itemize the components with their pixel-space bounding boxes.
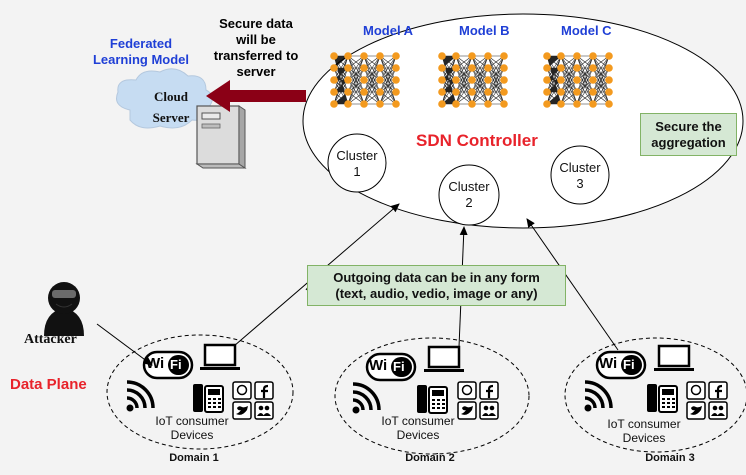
cluster-1-circle: [327, 133, 387, 193]
phone-icon: [192, 383, 224, 413]
cluster-3-line-2: 3: [576, 176, 584, 191]
secure-aggregation-line-1: Secure the: [655, 119, 722, 134]
cluster-2-line-2: 2: [465, 195, 473, 210]
cloud-icon: [116, 68, 213, 129]
domain-1-label: Domain 1: [169, 452, 219, 464]
attacker-label: Attacker: [24, 332, 77, 347]
phone-icon: [646, 383, 678, 413]
outgoing-data-note: Outgoing data can be in any form (text, …: [307, 265, 566, 306]
domain-2-ellipse: [334, 337, 530, 455]
wifi-text-right: Fi: [170, 357, 182, 372]
domain-3-ellipse: [564, 337, 746, 453]
outgoing-note-line-1: Outgoing data can be in any form: [333, 270, 540, 285]
cluster-3-circle: [550, 145, 610, 205]
secure-transfer-line-4: server: [236, 64, 276, 79]
wifi-signal-icon: [582, 380, 613, 414]
outgoing-note-line-2: (text, audio, vedio, image or any): [335, 286, 538, 301]
cluster-3-line-1: Cluster: [559, 160, 601, 175]
laptop-icon: [422, 345, 466, 374]
domain-2-devices-line-2: Devices: [396, 428, 440, 442]
cluster-1-line-2: 1: [353, 164, 361, 179]
domain-2-label: Domain 2: [405, 452, 455, 464]
laptop-icon: [652, 344, 696, 373]
model-a-label: Model A: [363, 23, 414, 38]
cloud-label-line-1: Cloud: [154, 89, 188, 104]
domain-1-devices-line-1: IoT consumer: [155, 414, 229, 428]
cluster-2-label: Cluster 2: [439, 179, 499, 211]
wifi-text-right: Fi: [393, 359, 405, 374]
attacker-icon: [44, 282, 84, 336]
cluster-3-label: Cluster 3: [550, 160, 610, 192]
cloud-label-line-2: Server: [152, 110, 190, 125]
domain-1-devices-line-2: Devices: [170, 428, 214, 442]
model-b-label: Model B: [459, 23, 510, 38]
wifi-signal-icon: [124, 380, 155, 414]
secure-aggregation-note: Secure the aggregation: [640, 113, 737, 156]
phone-icon: [416, 384, 448, 414]
domain-2-devices-line-1: IoT consumer: [381, 414, 455, 428]
secure-transfer-line-1: Secure data: [219, 16, 293, 31]
data-plane-label: Data Plane: [10, 376, 87, 393]
cluster-2-line-1: Cluster: [448, 179, 490, 194]
model-c-label: Model C: [561, 23, 612, 38]
cluster-1-line-1: Cluster: [336, 148, 378, 163]
laptop-icon: [198, 343, 242, 372]
secure-aggregation-line-2: aggregation: [651, 135, 726, 150]
server-icon: [195, 105, 247, 169]
sdn-controller-ellipse: [302, 13, 744, 229]
transfer-to-server-arrow: [206, 80, 306, 112]
domain-3-devices-label: IoT consumer Devices: [589, 417, 699, 445]
wifi-text-right: Fi: [623, 357, 635, 372]
cloud-server-label: Cloud Server: [136, 86, 206, 128]
domain-1-devices-label: IoT consumer Devices: [137, 414, 247, 442]
title-line-1: Federated: [109, 36, 173, 51]
secure-transfer-line-2: will be: [236, 32, 276, 47]
wifi-text-left: Wi: [146, 355, 165, 372]
diagram-title: Federated Learning Model: [66, 36, 216, 68]
cluster-2-circle: [438, 164, 500, 226]
domain-3-devices-line-2: Devices: [622, 431, 666, 445]
domain-3-label: Domain 3: [645, 452, 695, 464]
sdn-controller-label: SDN Controller: [416, 131, 538, 150]
secure-transfer-note: Secure data will be transferred to serve…: [196, 16, 316, 80]
title-line-2: Learning Model: [92, 52, 190, 67]
domain-1-ellipse: [106, 334, 294, 450]
wifi-signal-icon: [350, 382, 381, 416]
wifi-text-left: Wi: [369, 357, 388, 374]
domain-2-devices-label: IoT consumer Devices: [363, 414, 473, 442]
cluster-1-label: Cluster 1: [327, 148, 387, 180]
wifi-text-left: Wi: [599, 355, 618, 372]
social-media-icons: [685, 380, 729, 421]
domain-3-devices-line-1: IoT consumer: [607, 417, 681, 431]
secure-transfer-line-3: transferred to: [213, 48, 299, 63]
